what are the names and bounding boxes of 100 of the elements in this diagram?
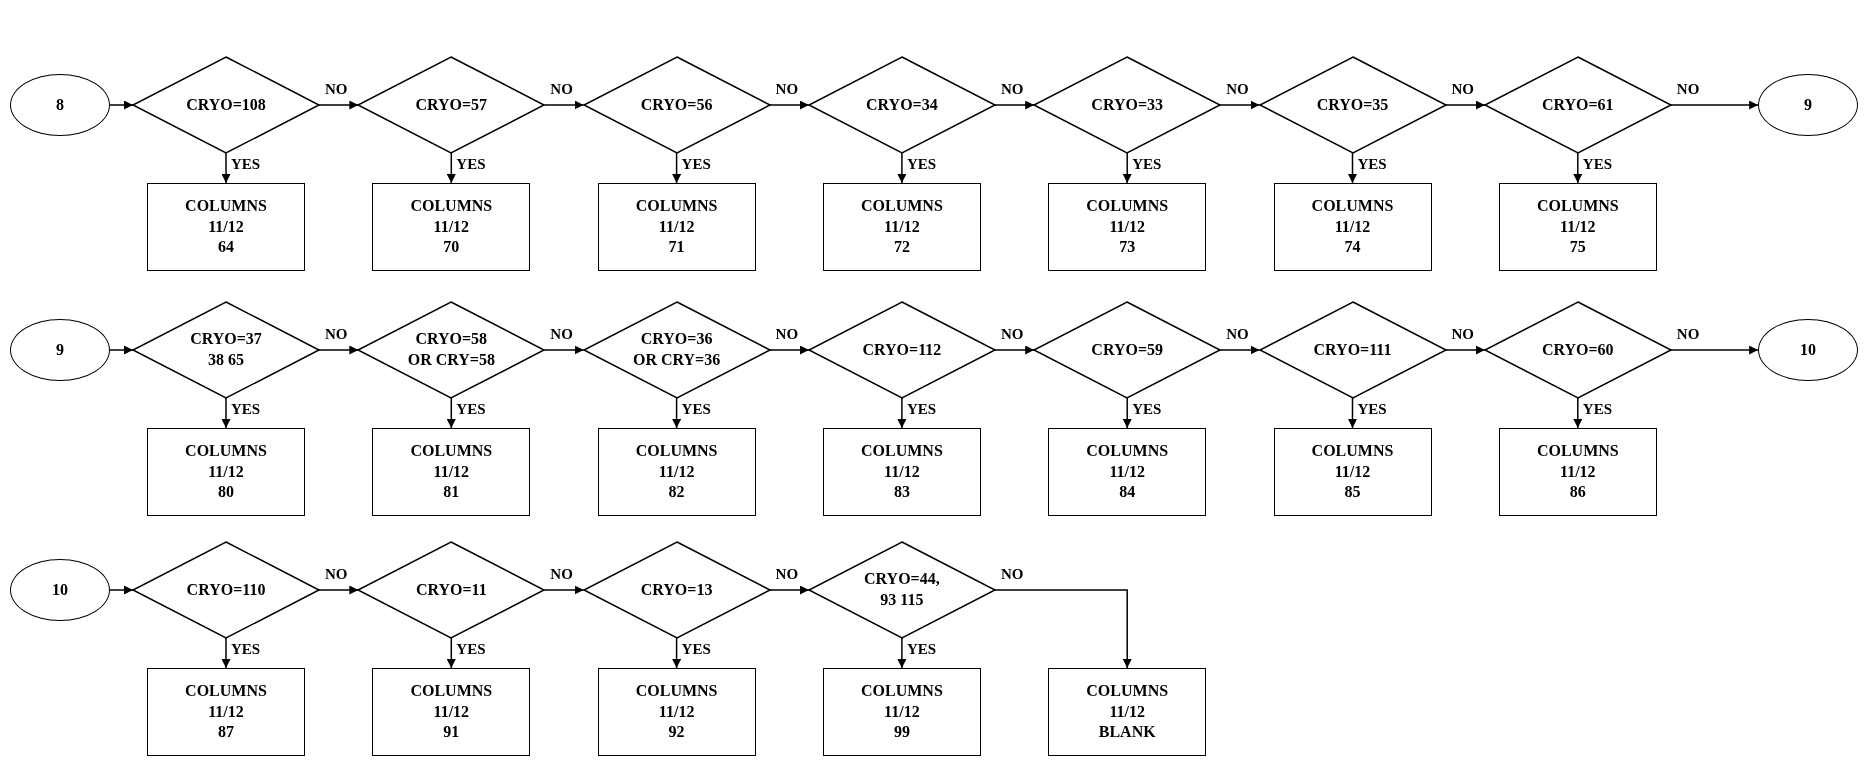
arrow bbox=[543, 585, 585, 595]
node-text: 9 bbox=[1804, 94, 1813, 115]
node-text: COLUMNS bbox=[635, 440, 718, 461]
node-text: 74 bbox=[1344, 237, 1361, 258]
arrow bbox=[221, 152, 231, 184]
process-box bbox=[822, 183, 981, 271]
process-box bbox=[147, 428, 305, 516]
arrow bbox=[897, 397, 907, 429]
arrow bbox=[768, 585, 810, 595]
node-text: COLUMNS bbox=[635, 680, 718, 701]
node-text: CRYO=110 bbox=[186, 579, 266, 600]
arrow bbox=[318, 345, 360, 355]
node-text: CRYO=60 bbox=[1541, 339, 1614, 360]
arrow bbox=[994, 345, 1035, 355]
arrow bbox=[994, 100, 1035, 110]
node-text: COLUMNS bbox=[861, 195, 943, 216]
decision-diamond bbox=[133, 302, 319, 398]
node-text: CRYO=44, bbox=[864, 569, 940, 590]
arrow bbox=[109, 100, 134, 110]
decision-diamond bbox=[583, 57, 770, 153]
node-text: COLUMNS bbox=[861, 680, 943, 701]
process-box bbox=[597, 428, 756, 516]
decision-diamond bbox=[1484, 57, 1671, 153]
node-text: 11/12 bbox=[433, 701, 470, 722]
node-text: COLUMNS bbox=[410, 680, 493, 701]
arrow bbox=[1219, 100, 1261, 110]
arrow bbox=[543, 345, 585, 355]
arrow bbox=[1122, 397, 1132, 429]
node-text: COLUMNS bbox=[635, 195, 718, 216]
node-text: 11/12 bbox=[208, 216, 244, 237]
decision-diamond bbox=[133, 57, 319, 153]
node-text: 86 bbox=[1569, 482, 1586, 503]
arrow bbox=[446, 152, 456, 184]
process-box bbox=[372, 428, 531, 516]
node-text: COLUMNS bbox=[1311, 195, 1394, 216]
node-text: CRYO=34 bbox=[866, 94, 938, 115]
node-text: CRYO=111 bbox=[1313, 339, 1392, 360]
node-text: 10 bbox=[52, 579, 68, 600]
process-box bbox=[597, 668, 756, 756]
node-text: CRYO=56 bbox=[640, 94, 713, 115]
node-text: CRYO=58 bbox=[415, 329, 488, 350]
node-text: 71 bbox=[668, 237, 685, 258]
node-text: 11/12 bbox=[658, 461, 695, 482]
node-text: 11/12 bbox=[1560, 461, 1596, 482]
node-text: BLANK bbox=[1098, 722, 1156, 743]
arrow bbox=[109, 345, 134, 355]
node-text: 81 bbox=[443, 482, 460, 503]
arrow bbox=[318, 100, 360, 110]
arrow bbox=[109, 585, 134, 595]
node-text: 85 bbox=[1344, 482, 1361, 503]
node-text: COLUMNS bbox=[185, 680, 267, 701]
node-text: 99 bbox=[893, 722, 910, 743]
arrow bbox=[672, 152, 682, 184]
decision-diamond bbox=[1259, 57, 1446, 153]
decision-diamond bbox=[358, 57, 545, 153]
node-text: CRYO=112 bbox=[862, 339, 942, 360]
arrow bbox=[897, 152, 907, 184]
decision-diamond bbox=[358, 542, 545, 638]
decision-diamond bbox=[1034, 302, 1221, 398]
process-box bbox=[822, 668, 981, 756]
node-text: 11/12 bbox=[208, 701, 244, 722]
process-box bbox=[372, 183, 531, 271]
node-text: 84 bbox=[1119, 482, 1136, 503]
decision-diamond bbox=[133, 542, 319, 638]
arrow bbox=[1348, 397, 1357, 429]
process-box bbox=[147, 668, 305, 756]
node-text: 11/12 bbox=[658, 216, 695, 237]
process-box bbox=[822, 428, 981, 516]
node-text: 8 bbox=[56, 94, 64, 115]
node-text: CRYO=37 bbox=[190, 329, 262, 350]
decision-diamond bbox=[358, 302, 545, 398]
arrow bbox=[1219, 345, 1261, 355]
node-text: COLUMNS bbox=[1086, 195, 1169, 216]
arrow bbox=[543, 100, 585, 110]
node-text: COLUMNS bbox=[1086, 440, 1169, 461]
process-box bbox=[1273, 428, 1432, 516]
node-text: 64 bbox=[218, 237, 234, 258]
node-text: COLUMNS bbox=[410, 195, 493, 216]
arrow bbox=[994, 589, 1132, 669]
node-text: OR CRY=36 bbox=[633, 350, 721, 370]
node-text: 11/12 bbox=[884, 216, 920, 237]
node-text: COLUMNS bbox=[185, 195, 267, 216]
node-text: 82 bbox=[668, 482, 685, 503]
arrow bbox=[446, 637, 456, 669]
arrow bbox=[672, 637, 682, 669]
node-text: 11/12 bbox=[208, 461, 244, 482]
arrow bbox=[672, 397, 682, 429]
arrow bbox=[768, 100, 810, 110]
node-text: COLUMNS bbox=[1536, 440, 1619, 461]
node-text: 38 65 bbox=[208, 350, 244, 370]
arrow bbox=[768, 345, 810, 355]
node-text: 87 bbox=[218, 722, 234, 743]
node-text: 72 bbox=[893, 237, 910, 258]
process-box bbox=[1048, 668, 1207, 756]
node-text: CRYO=13 bbox=[640, 579, 713, 600]
node-text: 11/12 bbox=[884, 461, 920, 482]
node-text: CRYO=33 bbox=[1091, 94, 1163, 115]
node-text: 9 bbox=[56, 339, 64, 360]
process-box bbox=[1048, 428, 1207, 516]
node-text: CRYO=11 bbox=[415, 579, 487, 600]
